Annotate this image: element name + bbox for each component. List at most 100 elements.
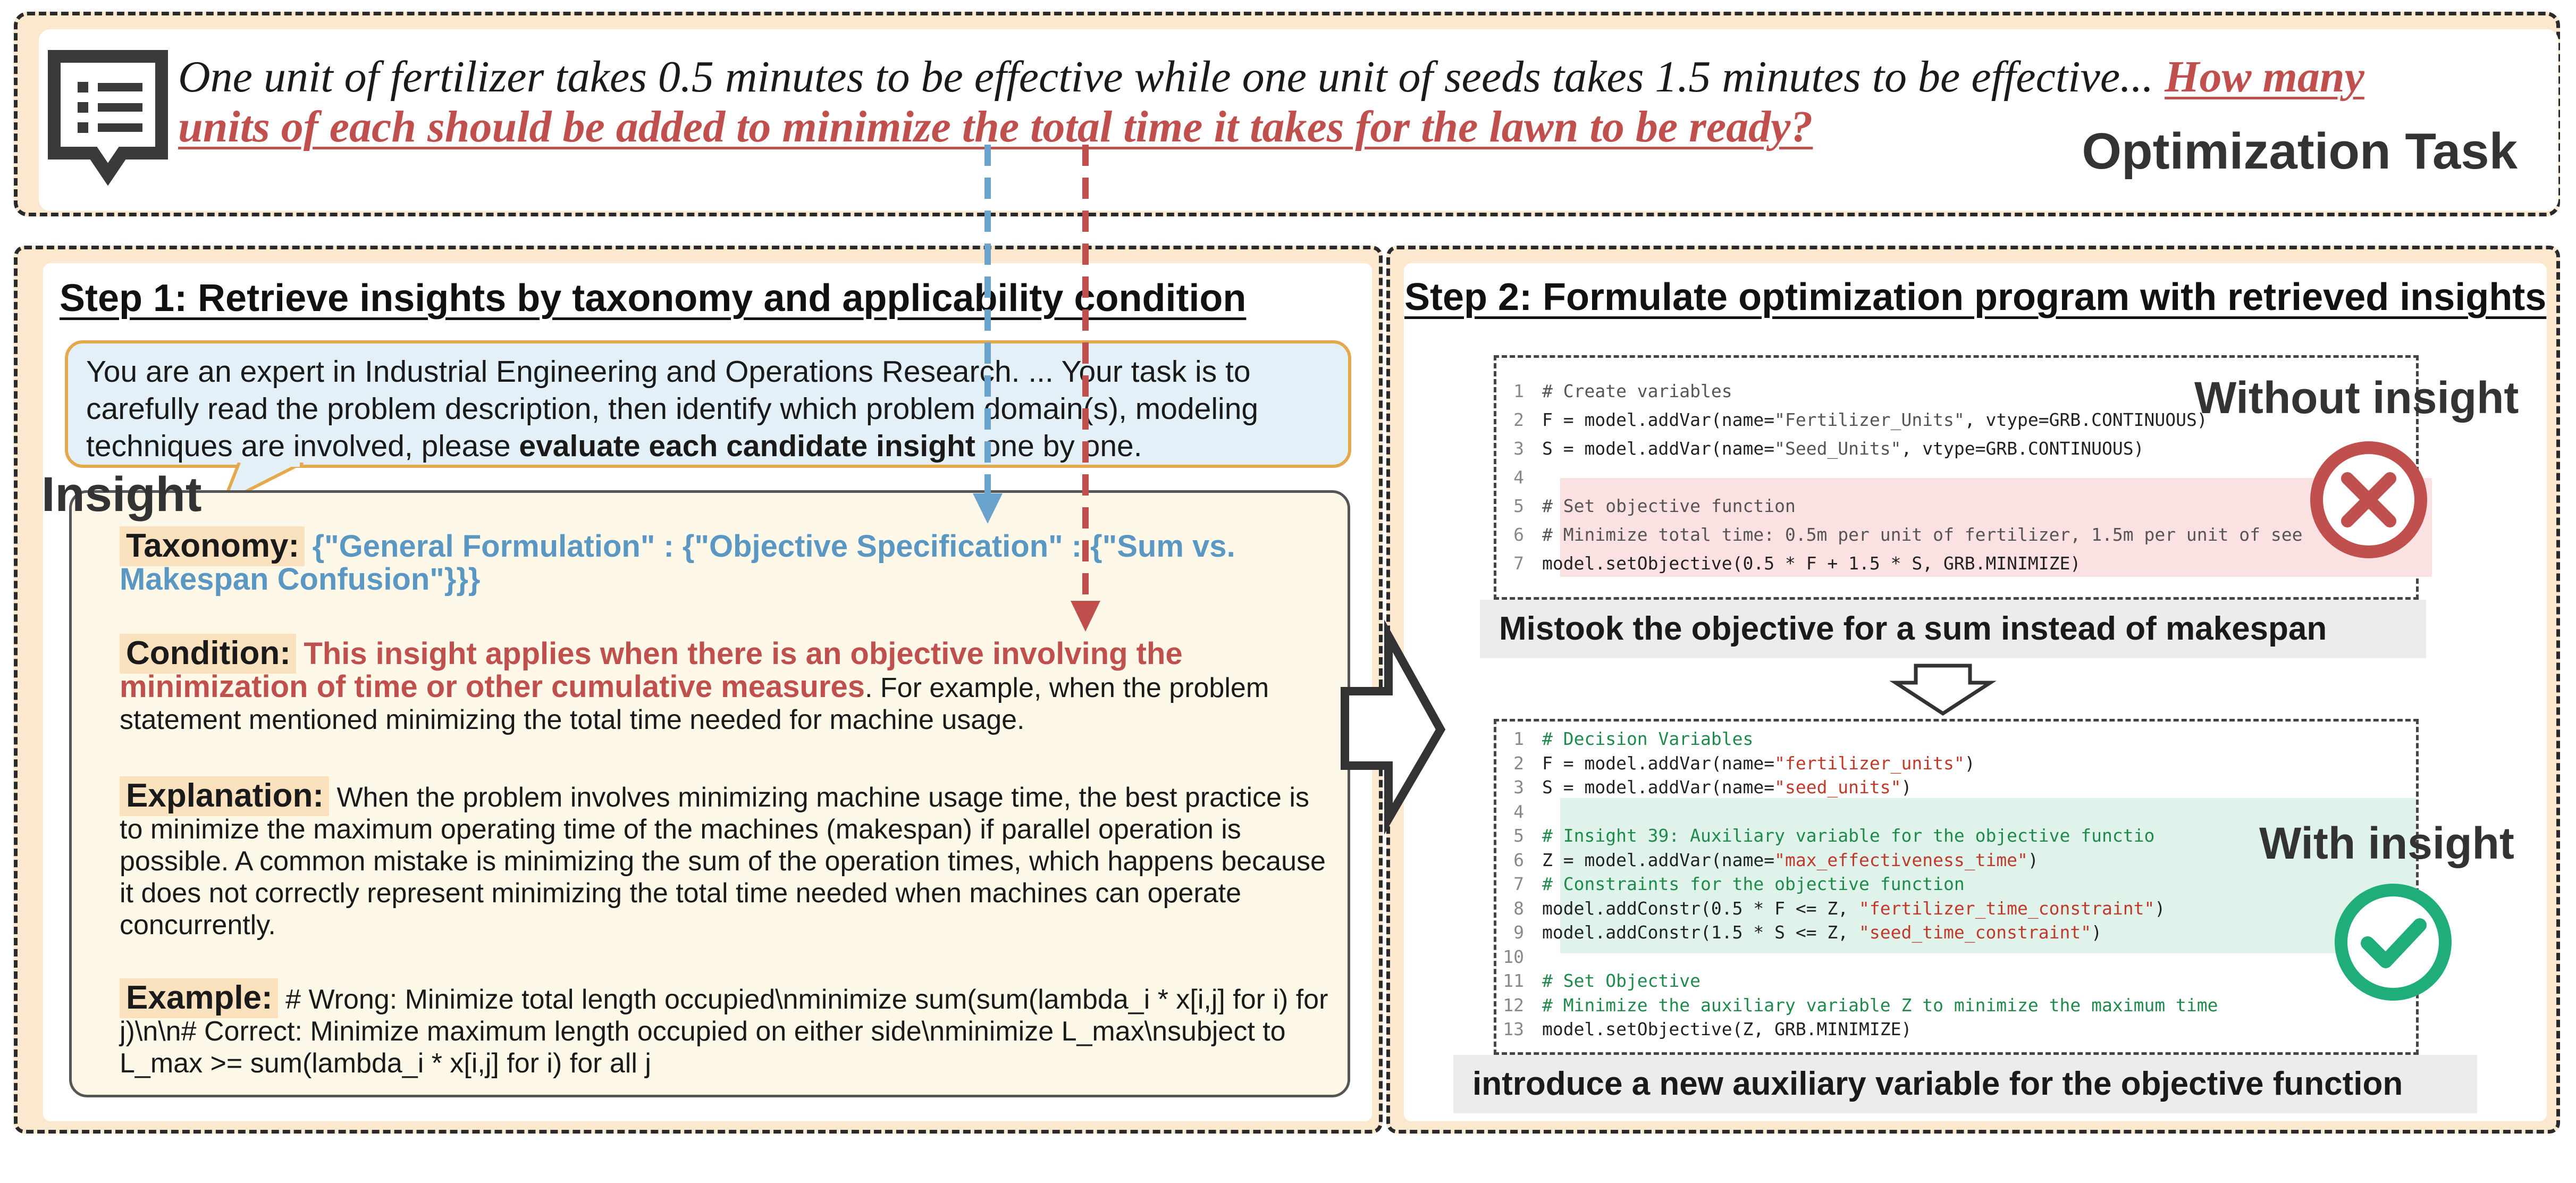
code-token: S = model.addVar(name= [1542,777,1775,798]
code-token: Z = model.addVar(name= [1542,849,1775,870]
code-token: "max_effectiveness_time" [1774,849,2028,870]
code-line: 6 # Minimize total time: 0.5m per unit of… [1496,523,2416,547]
code-line: 3 S = model.addVar(name="Seed_Units", vty… [1496,437,2416,461]
line-number: 6 [1513,849,1524,870]
code-line: 10 [1496,945,2416,969]
insight-label: Insight [41,467,202,522]
explanation-text: When the problem involves minimizing mac… [120,782,1326,941]
task-title: Optimization Task [2082,123,2518,180]
code-token: F = model.addVar(name= [1542,752,1775,774]
code-token: # Constraints for the objective function [1542,874,1965,894]
code-line: 5 # Insight 39: Auxiliary variable for th… [1496,824,2416,848]
line-number: 7 [1513,874,1524,894]
code-token: # Set objective function [1542,496,1796,516]
code-token: "seed_time_constraint" [1859,922,2092,943]
line-number: 3 [1513,438,1524,459]
code-line: 5 # Set objective function [1496,494,2416,518]
code-token: ) [1964,752,1975,774]
line-number: 5 [1513,496,1524,516]
step2-heading: Step 2: Formulate optimization program w… [1404,276,2547,318]
line-number: 3 [1513,777,1524,798]
condition-highlight: This insight applies when there is an ob… [120,636,1183,704]
prompt-bubble: You are an expert in Industrial Engineer… [65,340,1351,468]
line-number: 7 [1513,553,1524,574]
caption-with-insight: introduce a new auxiliary variable for t… [1453,1055,2477,1113]
code-token: ) [2154,897,2166,919]
task-statement: One unit of fertilizer takes 0.5 minutes… [178,52,2165,102]
code-token: # Insight 39: Auxiliary variable for the… [1542,825,2155,846]
code-line: 9 model.addConstr(1.5 * S <= Z, "seed_tim… [1496,920,2416,945]
line-number: 4 [1513,467,1524,488]
code-token: ) [2027,849,2039,870]
code-token: model.addConstr(0.5 * F <= Z, [1542,897,1859,919]
caption-without-insight: Mistook the objective for a sum instead … [1480,600,2426,658]
taxonomy-value: {"General Formulation" : {"Objective Spe… [120,529,1235,597]
code-token: , vtype=GRB.CONTINUOUS) [1964,409,2208,430]
line-number: 6 [1513,524,1524,545]
code-line: 7 # Constraints for the objective functio… [1496,872,2416,896]
code-token: "Seed_Units" [1774,438,1901,459]
line-number: 2 [1513,752,1524,774]
example-label: Example: [120,978,278,1018]
code-line: 4 [1496,800,2416,824]
example-field: Example: # Wrong: Minimize total length … [120,978,1337,1079]
line-number: 9 [1513,922,1524,943]
code-token: model.setObjective(Z, GRB.MINIMIZE) [1542,1019,1912,1039]
example-text: # Wrong: Minimize total length occupied\… [120,984,1328,1079]
line-number: 11 [1503,970,1524,991]
code-line: 1 # Create variables [1496,379,2416,404]
taxonomy-field: Taxonomy: {"General Formulation" : {"Obj… [120,526,1337,597]
line-number: 8 [1513,897,1524,919]
condition-label: Condition: [120,634,296,674]
line-number: 12 [1503,994,1524,1016]
code-with-insight: 1 # Decision Variables 2 F = model.addVar(n… [1494,719,2419,1055]
code-token: # Set Objective [1542,970,1701,991]
code-token: # Minimize the auxiliary variable Z to m… [1542,994,2218,1016]
code-token: "fertilizer_units" [1774,752,1965,774]
code-token: "seed_units" [1774,777,1901,798]
code-line: 7 model.setObjective(0.5 * F + 1.5 * S, G… [1496,551,2416,576]
prompt-bold-text: evaluate each candidate insight [519,429,975,463]
code-line: 4 [1496,465,2416,490]
highlight-insight-code [1560,798,2416,953]
code-line: 2 F = model.addVar(name="fertilizer_units… [1496,751,2416,776]
code-token: , vtype=GRB.CONTINUOUS) [1901,438,2144,459]
line-number: 4 [1513,801,1524,822]
code-token: model.addConstr(1.5 * S <= Z, [1542,922,1859,943]
document-list-icon [48,50,168,186]
code-token: # Decision Variables [1542,728,1754,749]
code-token: F = model.addVar(name= [1542,409,1775,430]
code-token: # Create variables [1542,381,1732,401]
prompt-end-text: one by one. [975,429,1142,463]
explanation-field: Explanation: When the problem involves m… [120,776,1337,941]
line-number: 1 [1513,728,1524,749]
code-line: 12 # Minimize the auxiliary variable Z to… [1496,993,2416,1018]
condition-rest: . For example, when the problem statemen… [120,673,1269,735]
line-number: 5 [1513,825,1524,846]
without-insight-title: Without insight [2194,373,2519,423]
insight-card: Taxonomy: {"General Formulation" : {"Obj… [69,490,1350,1097]
code-token: # Minimize total time: 0.5m per unit of … [1542,524,2303,545]
line-number: 2 [1513,409,1524,430]
code-line: 13 model.setObjective(Z, GRB.MINIMIZE) [1496,1017,2416,1042]
optimization-task-card [39,29,2558,211]
code-token: model.setObjective(0.5 * F + 1.5 * S, GR… [1542,553,2081,574]
code-token: "Fertilizer_Units" [1774,409,1965,430]
code-line: 11 # Set Objective [1496,969,2416,993]
task-description: One unit of fertilizer takes 0.5 minutes… [178,52,2453,152]
taxonomy-label: Taxonomy: [120,526,305,566]
step1-heading: Step 1: Retrieve insights by taxonomy an… [60,277,1247,320]
code-line: 6 Z = model.addVar(name="max_effectivenes… [1496,848,2416,872]
explanation-label: Explanation: [120,776,330,816]
code-token: ) [2091,922,2102,943]
code-line: 1 # Decision Variables [1496,727,2416,751]
code-without-insight: 1 # Create variables 2 F = model.addVar(nam… [1494,355,2432,600]
code-token: S = model.addVar(name= [1542,438,1775,459]
optimization-task-panel [14,12,2560,216]
check-icon [2335,884,2452,1001]
line-number: 13 [1503,1019,1524,1039]
line-number: 1 [1513,381,1524,401]
line-number: 10 [1503,946,1524,967]
